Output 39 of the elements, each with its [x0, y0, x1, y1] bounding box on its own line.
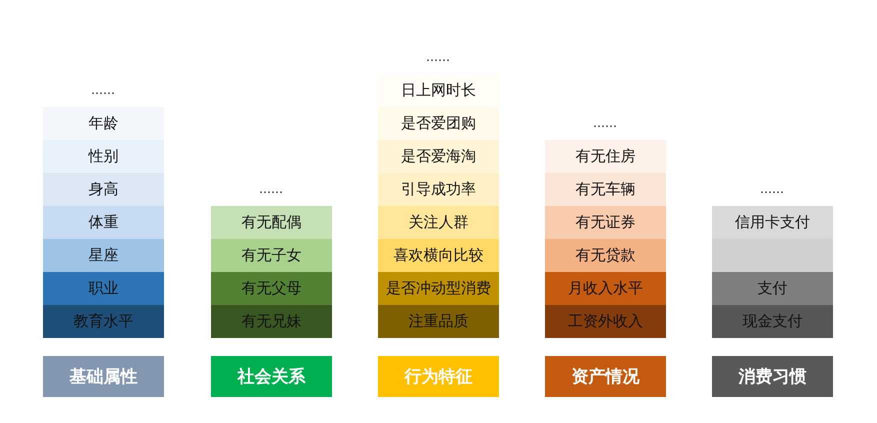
attribute-cell: 信用卡支付 [712, 206, 833, 239]
attribute-cell: 性别 [43, 140, 164, 173]
attribute-cell: 日上网时长 [378, 74, 499, 107]
attribute-cell: 是否爱海淘 [378, 140, 499, 173]
ellipsis-text: …… [593, 116, 617, 131]
attribute-cell: 注重品质 [378, 305, 499, 338]
attribute-cell: 引导成功率 [378, 173, 499, 206]
ellipsis-text: …… [426, 50, 450, 65]
attribute-cell: 有无配偶 [211, 206, 332, 239]
attribute-cell: 现金支付 [712, 305, 833, 338]
ellipsis-text: …… [760, 182, 784, 197]
attribute-cell: 工资外收入 [545, 305, 666, 338]
attribute-cell: 是否冲动型消费 [378, 272, 499, 305]
attribute-cell: 喜欢横向比较 [378, 239, 499, 272]
attribute-cell: 有无证券 [545, 206, 666, 239]
attribute-cell: 有无车辆 [545, 173, 666, 206]
attribute-cell: 有无子女 [211, 239, 332, 272]
attribute-cell: 有无住房 [545, 140, 666, 173]
category-box: 消费习惯 [712, 356, 833, 397]
category-box: 社会关系 [211, 356, 332, 397]
category-box: 资产情况 [545, 356, 666, 397]
attribute-cell: 年龄 [43, 107, 164, 140]
attribute-cell: 有无兄妹 [211, 305, 332, 338]
attribute-cell: 身高 [43, 173, 164, 206]
attribute-cell: 月收入水平 [545, 272, 666, 305]
attribute-cell: 有无父母 [211, 272, 332, 305]
attribute-cell [712, 239, 833, 272]
ellipsis-text: …… [259, 182, 283, 197]
attribute-cell: 有无贷款 [545, 239, 666, 272]
attribute-cell: 体重 [43, 206, 164, 239]
attribute-cell: 星座 [43, 239, 164, 272]
attribute-cell: 是否爱团购 [378, 107, 499, 140]
attribute-cell: 支付 [712, 272, 833, 305]
attribute-cell: 职业 [43, 272, 164, 305]
category-box: 基础属性 [43, 356, 164, 397]
ellipsis-text: …… [91, 83, 115, 98]
attribute-cell: 教育水平 [43, 305, 164, 338]
category-box: 行为特征 [378, 356, 499, 397]
attribute-cell: 关注人群 [378, 206, 499, 239]
